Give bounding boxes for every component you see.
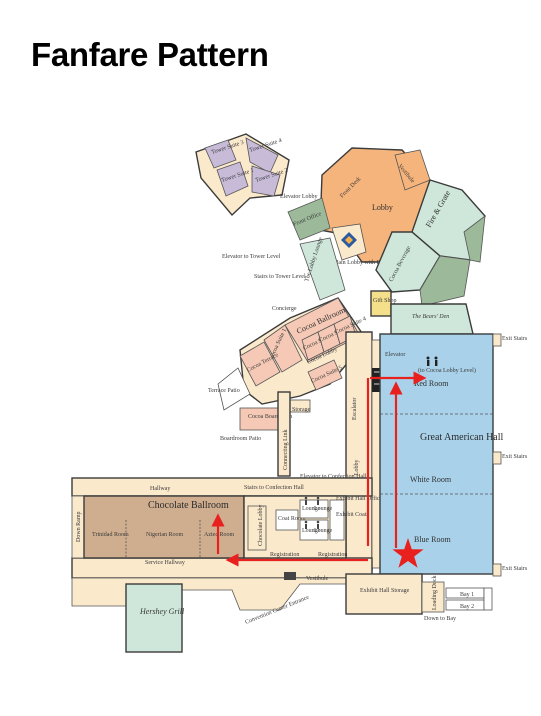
trinidad-label: Trinidad Room [92,532,129,538]
exit-stairs-1-label: Exit Stairs [502,336,528,342]
lounge-1-label: Lounge [302,506,321,512]
blue-room-label: Blue Room [414,535,451,544]
hershey-grill-label: Hershey Grill [139,607,185,616]
white-room-label: White Room [410,475,452,484]
cocoa-wing: Cocoa Ballroom Cocoa Suite 1 Cocoa Suite… [208,297,367,442]
lounge-3-label: Lounge [302,528,321,534]
restroom-icon [426,356,438,366]
down-to-bay-label: Down to Bay [424,616,456,622]
red-room-label: Red Room [414,379,449,388]
exhibit-hall-storage-room [345,573,423,615]
stairs-tower-label: Stairs to Tower Level [254,274,306,280]
chocolate-ballroom-label: Chocolate Ballroom [148,500,229,511]
elevator-sub-label: (to Cocoa Lobby Level) [418,367,476,374]
bay-1-label: Bay 1 [460,592,474,598]
down-ramp-label: Down Ramp [76,512,82,543]
escalator-label: Escalator [352,398,358,420]
elevator-label: Elevator [385,352,405,358]
great-lobby-label: Great Lobby [354,460,360,491]
tower-suite-2-room [251,165,281,197]
main-lobby-label: Main Lobby with Fireplace [333,260,399,266]
cocoa-terrace-room [239,341,281,387]
page-title: Fanfare Pattern [31,36,269,73]
exhibit-hall-storage-label: Exhibit Hall Storage [360,588,410,594]
elevator-tower-label: Elevator to Tower Level [222,254,281,260]
terrace-patio-label: Terrace Patio [208,388,240,394]
star-icon [392,538,424,568]
connecting-link [277,391,291,477]
gift-shop-label: Gift Shop [373,297,397,304]
elevator-confection-label: Elevator to Confection Hall [300,473,367,480]
service-hallway-label: Service Hallway [145,560,185,566]
registration-left-label: Registration [270,552,299,558]
hallway-label: Hallway [150,486,170,492]
restroom-icon [304,496,320,529]
tower-suites-area: Tower Suite 3 Tower Suite 4 Tower Suite … [195,133,318,217]
hershey-grill-room [125,583,183,653]
coat-room-label: Coat Room [278,516,306,522]
lobby-lounge-room [299,237,346,301]
chocolate-lobby-label: Chocolate Lobby [258,505,264,547]
connecting-link-label: Connecting Link [283,430,289,471]
elevator-lobby-label: Elevator Lobby [280,194,318,200]
registration-right-label: Registration [318,552,347,558]
coat-room-room [275,509,299,531]
great-hall-label: Great American Hall [420,432,504,443]
great-american-hall: Elevator (to Cocoa Lobby Level) Red Room… [379,333,528,577]
corridors: Connecting Link Escalator Great Lobby Ha… [71,331,390,611]
bay-2-label: Bay 2 [460,604,474,610]
exhibit-coats-label: Exhibit Coats [336,512,369,518]
loading-dock-label: Loading Dock [432,576,438,611]
storage-label: Storage [292,407,311,413]
lobby-label: Lobby [372,203,393,212]
front-office-room [287,197,331,241]
vestibule-label: Vestibule [306,576,329,582]
nigerian-label: Nigerian Room [146,532,183,538]
chocolate-ballroom-area: Chocolate Ballroom Trinidad Room Nigeria… [83,495,245,559]
hallway [71,477,373,497]
cocoa-boardroom-label: Cocoa Boardroom [248,414,292,420]
exit-stairs-2-label: Exit Stairs [502,454,528,460]
exit-stairs-3-label: Exit Stairs [502,566,528,572]
aztec-label: Aztec Room [204,532,234,538]
exhibit-hall-office-label: Exhibit Hall Office [336,495,383,502]
great-hall-room [379,333,494,575]
boardroom-patio-label: Boardroom Patio [220,436,261,442]
bears-den-label: The Bears' Den [412,314,449,320]
stairs-confection-label: Stairs to Confection Hall [244,484,304,491]
concierge-label: Concierge [272,306,297,312]
restaurant-wing: Fire & Grate Cocoa Beverage [375,179,486,307]
route-arrows [211,371,427,568]
tower-suite-3-room [204,139,237,169]
registration-block: Chocolate Lobby Coat Room Lounge Lounge … [243,495,383,559]
lounge-4-label: Lounge [314,528,333,534]
tower-suite-1-room [216,161,249,197]
lounge-2-label: Lounge [314,506,333,512]
